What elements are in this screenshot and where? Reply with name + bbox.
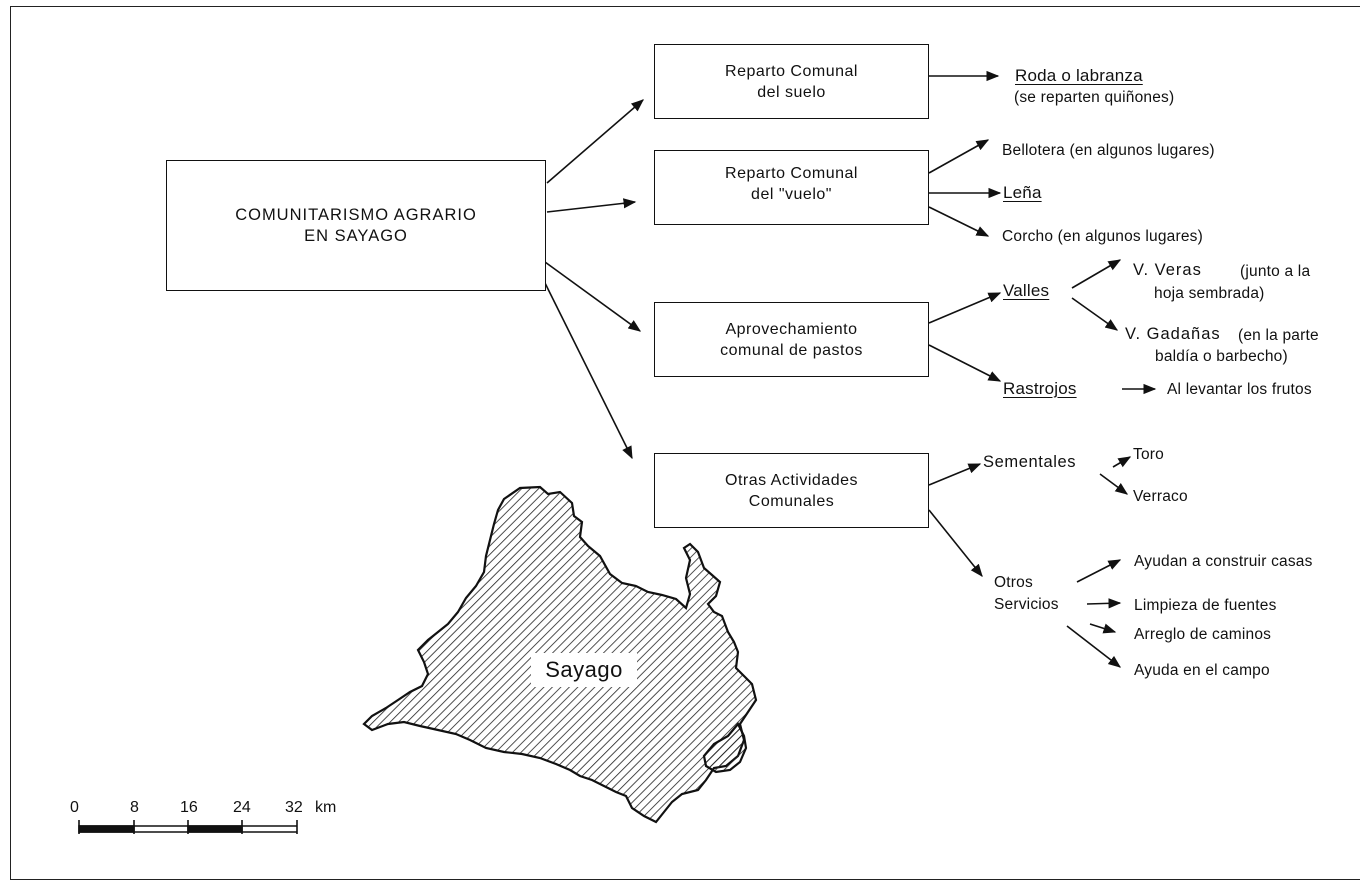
- leaf-rastrojos: Rastrojos: [1003, 379, 1077, 398]
- suelo-line1: Reparto Comunal: [725, 62, 858, 80]
- scale-tick-0: 0: [70, 799, 79, 816]
- scale-tick-8: 8: [130, 799, 139, 816]
- leaf-verraco: Verraco: [1133, 488, 1188, 505]
- leaf-casas: Ayudan a construir casas: [1134, 553, 1313, 570]
- arrow-valles-gadanas: [1071, 297, 1119, 331]
- arrow-root-vuelo: [546, 198, 637, 213]
- arrow-root-pastos: [544, 261, 642, 332]
- leaf-levantar: Al levantar los frutos: [1167, 381, 1312, 398]
- leaf-toro: Toro: [1133, 446, 1164, 463]
- figure-frame: [10, 6, 1360, 880]
- otras-line2: Comunales: [748, 492, 835, 510]
- arrow-otras-sementales: [928, 463, 982, 486]
- scale-unit: km: [315, 799, 337, 816]
- leaf-corcho: Corcho (en algunos lugares): [1002, 228, 1203, 245]
- pastos-line1: Aprovechamiento: [725, 320, 858, 338]
- map-label-sayago: Sayago: [531, 653, 637, 687]
- root-box: COMUNITARISMO AGRARIO EN SAYAGO: [166, 160, 546, 291]
- leaf-gadanas-name: V. Gadañas: [1125, 325, 1221, 343]
- sayago-map-enclave: [702, 722, 748, 774]
- leaf-gadanas-note2: baldía o barbecho): [1155, 348, 1288, 365]
- box-reparto-vuelo: Reparto Comunal del "vuelo": [654, 150, 929, 225]
- leaf-gadanas-note1: (en la parte: [1238, 327, 1319, 344]
- leaf-bellotera: Bellotera (en algunos lugares): [1002, 142, 1215, 159]
- root-line2: EN SAYAGO: [304, 226, 408, 245]
- leaf-otros-servicios-2: Servicios: [994, 596, 1059, 613]
- leaf-otros-servicios-1: Otros: [994, 574, 1033, 591]
- vuelo-line2: del "vuelo": [751, 185, 832, 203]
- leaf-veras-name: V. Veras: [1133, 261, 1202, 279]
- scale-tick-16: 16: [180, 799, 198, 816]
- scale-tick-24: 24: [233, 799, 251, 816]
- leaf-valles: Valles: [1003, 281, 1050, 300]
- arrow-pastos-valles: [928, 292, 1002, 324]
- leaf-caminos: Arreglo de caminos: [1134, 626, 1272, 643]
- leaf-sementales: Sementales: [983, 453, 1077, 471]
- leaf-veras-note2: hoja sembrada): [1154, 285, 1265, 302]
- box-reparto-suelo: Reparto Comunal del suelo: [654, 44, 929, 119]
- leaf-fuentes: Limpieza de fuentes: [1134, 597, 1277, 614]
- otras-line1: Otras Actividades: [725, 471, 858, 489]
- arrow-sementales-toro: [1112, 456, 1132, 468]
- pastos-line2: comunal de pastos: [720, 341, 863, 359]
- arrow-servicios-caminos: [1089, 623, 1117, 634]
- leaf-roda-note: (se reparten quiñones): [1014, 89, 1175, 106]
- arrow-servicios-casas: [1076, 559, 1122, 583]
- arrow-servicios-fuentes: [1086, 598, 1122, 609]
- arrow-pastos-rastrojos: [928, 344, 1002, 382]
- scale-bar: [78, 820, 298, 834]
- arrow-otras-servicios: [928, 509, 983, 577]
- leaf-veras-note1: (junto a la: [1240, 263, 1311, 280]
- arrow-root-suelo: [546, 99, 644, 184]
- vuelo-line1: Reparto Comunal: [725, 164, 858, 182]
- box-aprovechamiento-pastos: Aprovechamiento comunal de pastos: [654, 302, 929, 377]
- arrow-valles-veras: [1071, 259, 1122, 289]
- arrow-vuelo-corcho: [928, 206, 990, 237]
- scale-tick-32: 32: [285, 799, 303, 816]
- leaf-lena: Leña: [1003, 183, 1042, 202]
- arrow-servicios-campo: [1066, 625, 1122, 668]
- arrow-vuelo-bellotera: [928, 139, 990, 174]
- root-line1: COMUNITARISMO AGRARIO: [235, 205, 477, 224]
- leaf-campo: Ayuda en el campo: [1134, 662, 1270, 679]
- leaf-roda: Roda o labranza: [1015, 66, 1143, 85]
- arrow-sementales-verraco: [1099, 473, 1129, 495]
- suelo-line2: del suelo: [757, 83, 826, 101]
- arrow-root-otras: [544, 282, 633, 460]
